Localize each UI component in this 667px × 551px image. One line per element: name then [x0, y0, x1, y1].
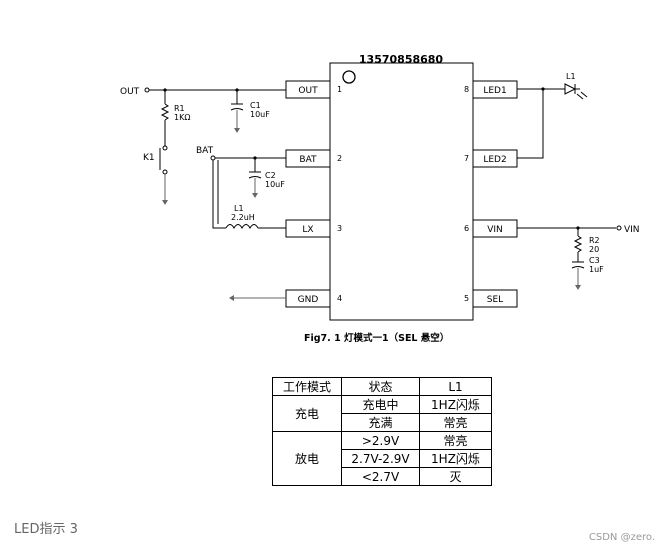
led-mode-table: 工作模式 状态 L1 充电 充电中 1HZ闪烁 充满 常亮 放电 >2.9V 常…: [272, 377, 492, 486]
state-cell: 2.7V-2.9V: [341, 449, 420, 468]
l1-ref: L1: [234, 204, 244, 213]
pin-name-sel: SEL: [487, 295, 503, 305]
c3-plate-bottom: [571, 266, 585, 269]
pin-num-6: 6: [464, 224, 469, 233]
pin-num-7: 7: [464, 154, 469, 163]
gnd-arrow: [229, 295, 234, 301]
header-l1: L1: [419, 377, 492, 396]
pin-name-vin: VIN: [487, 225, 503, 235]
c1-plate-bottom: [230, 108, 244, 111]
table-row: 充电 充电中 1HZ闪烁: [272, 395, 492, 432]
header-state: 状态: [341, 377, 420, 396]
vin-terminal: [616, 225, 622, 231]
pin-num-5: 5: [464, 294, 469, 303]
c2-ground-arrow: [252, 193, 258, 198]
out-terminal: [144, 87, 150, 93]
c2-ref: C2: [265, 171, 276, 180]
led-emission-arrow-2: [580, 91, 588, 98]
k1-ref: K1: [143, 153, 155, 163]
c1-ref: C1: [250, 101, 261, 110]
r2-resistor: [573, 235, 583, 253]
r1-value: 1KΩ: [174, 113, 190, 122]
state-cell: 充满: [341, 413, 420, 432]
k1-contact-top: [162, 145, 168, 151]
state-cell: <2.7V: [341, 467, 420, 486]
c3-value: 1uF: [589, 265, 604, 274]
pin-num-3: 3: [337, 224, 342, 233]
led2-wire: [517, 89, 544, 159]
led-emission-arrow-1: [576, 93, 584, 100]
r1-ref: R1: [174, 104, 185, 113]
pin-num-2: 2: [337, 154, 342, 163]
bat-net-label: BAT: [196, 146, 214, 156]
state-cell: 充电中: [341, 395, 420, 414]
bat-terminal: [210, 155, 216, 161]
pin-name-lx: LX: [302, 225, 313, 235]
l1-cell: 常亮: [419, 413, 492, 432]
l1-inductor: [225, 224, 259, 230]
l1-cell: 1HZ闪烁: [419, 449, 492, 468]
mode-discharge: 放电: [272, 431, 342, 486]
c1-ground-arrow: [234, 128, 240, 133]
ic-phone-label: 13570858680: [359, 53, 444, 66]
pin-name-led2: LED2: [483, 155, 506, 165]
l1-cell: 常亮: [419, 431, 492, 450]
out-net-label: OUT: [120, 87, 140, 97]
pin-name-led1: LED1: [483, 86, 506, 96]
l1-cell: 灭: [419, 467, 492, 486]
led-junction: [541, 87, 545, 91]
table-row: <2.7V 灭: [273, 467, 492, 486]
pin-box-sel: [472, 289, 518, 308]
led-ref: L1: [566, 72, 576, 81]
c2-plate-bottom: [248, 176, 262, 179]
watermark: CSDN @zero.: [588, 532, 655, 543]
k1-contact-bottom: [162, 169, 168, 175]
led-diode-icon: [564, 83, 577, 95]
pin1-marker: [342, 70, 356, 84]
pin-num-1: 1: [337, 85, 342, 94]
page-caption: LED指示 3: [14, 522, 78, 537]
table-row: 放电 >2.9V 常亮: [272, 431, 492, 486]
vin-net-label: VIN: [624, 225, 640, 235]
r2-ref: R2: [589, 236, 600, 245]
state-cell: >2.9V: [341, 431, 420, 450]
c2-value: 10uF: [265, 180, 285, 189]
table-header-row: 工作模式 状态 L1: [272, 377, 492, 396]
c3-ref: C3: [589, 256, 600, 265]
header-mode: 工作模式: [272, 377, 342, 396]
pin-num-8: 8: [464, 85, 469, 94]
r2-value: 20: [589, 245, 599, 254]
l1-value: 2.2uH: [231, 213, 255, 222]
schematic-diagram: 13570858680 OUT 1 BAT 2 LX 3 GND 4 SEL 5…: [120, 53, 640, 344]
l1-cell: 1HZ闪烁: [419, 395, 492, 414]
table-row: 2.7V-2.9V 1HZ闪烁: [273, 449, 492, 468]
pin-name-out: OUT: [298, 86, 318, 96]
ic-body: [329, 62, 474, 321]
r1-resistor: [160, 103, 170, 121]
mode-charge: 充电: [272, 395, 342, 432]
c1-value: 10uF: [250, 110, 270, 119]
figure-caption: Fig7. 1 灯模式一1（SEL 悬空）: [304, 332, 449, 344]
pin-num-4: 4: [337, 294, 342, 303]
c3-ground-arrow: [575, 285, 581, 290]
k1-ground-arrow: [162, 200, 168, 205]
pin-name-gnd: GND: [298, 295, 319, 305]
pin-name-bat: BAT: [299, 155, 317, 165]
